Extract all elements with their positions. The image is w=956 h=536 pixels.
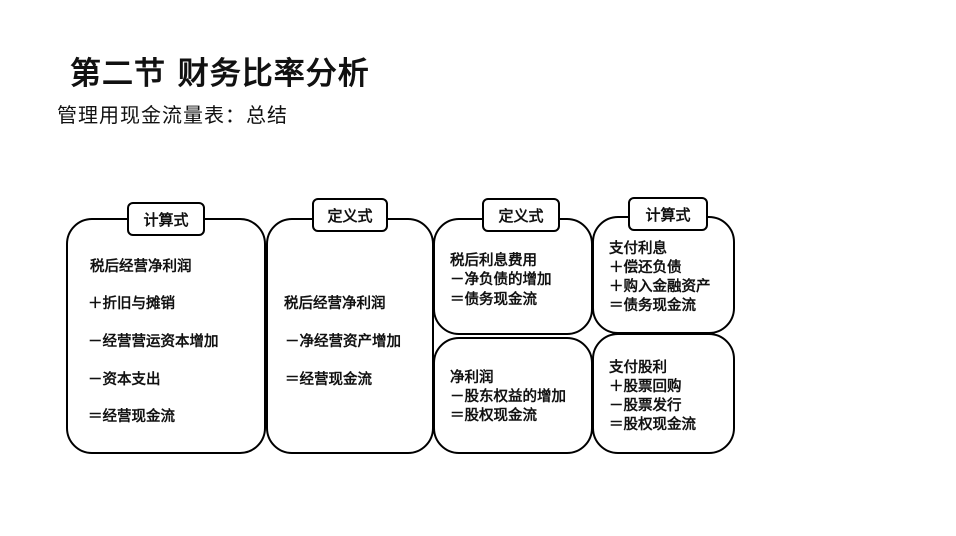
box5-line-2: －股东权益的增加	[450, 389, 566, 405]
box4-line-4: ＝债务现金流	[609, 298, 696, 314]
box6-line-1: 支付股利	[609, 360, 667, 376]
box-debt-cashflow-calc	[592, 216, 735, 334]
tag-calc-formula-2: 计算式	[628, 197, 708, 231]
box6-line-4: ＝股权现金流	[609, 417, 696, 433]
box4-line-2: ＋偿还负债	[609, 260, 682, 276]
box5-line-3: ＝股权现金流	[450, 408, 537, 424]
box5-line-1: 净利润	[450, 370, 494, 386]
box6-line-3: －股票发行	[609, 398, 682, 414]
box3-line-3: ＝债务现金流	[450, 292, 537, 308]
box1-line-3: －经营营运资本增加	[88, 334, 219, 350]
tag-def-formula-2: 定义式	[482, 198, 560, 232]
box3-line-1: 税后利息费用	[450, 253, 537, 269]
box1-line-1: 税后经营净利润	[90, 259, 192, 275]
box4-line-3: ＋购入金融资产	[609, 279, 711, 295]
box-debt-cashflow-def	[433, 218, 593, 335]
page-title: 第二节 财务比率分析	[70, 56, 370, 92]
box1-line-2: ＋折旧与摊销	[88, 296, 175, 312]
box-equity-cashflow-def	[433, 337, 593, 454]
box3-line-2: －净负债的增加	[450, 272, 552, 288]
box1-line-5: ＝经营现金流	[88, 409, 175, 425]
box2-line-2: －净经营资产增加	[285, 334, 401, 350]
box2-line-3: ＝经营现金流	[285, 372, 372, 388]
box2-line-1: 税后经营净利润	[284, 296, 386, 312]
box4-line-1: 支付利息	[609, 241, 667, 257]
box-operating-cashflow-def	[266, 218, 434, 454]
tag-calc-formula-1: 计算式	[127, 202, 205, 236]
page-subtitle: 管理用现金流量表：总结	[57, 103, 288, 127]
box6-line-2: ＋股票回购	[609, 379, 682, 395]
box-equity-cashflow-calc	[592, 333, 735, 454]
tag-def-formula-1: 定义式	[312, 198, 388, 232]
box-operating-cashflow-calc	[66, 218, 266, 454]
box1-line-4: －资本支出	[88, 372, 161, 388]
